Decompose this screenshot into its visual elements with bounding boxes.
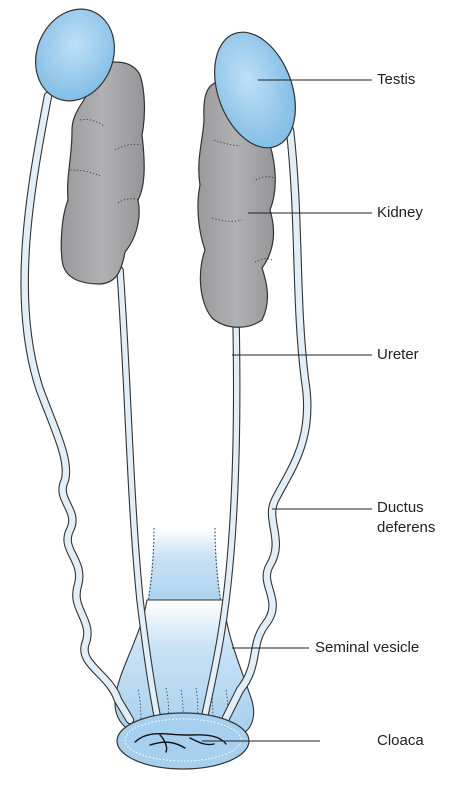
label-ductus-line2: deferens (377, 519, 435, 537)
upper-tube (146, 528, 223, 610)
label-ureter: Ureter (377, 346, 419, 364)
label-ductus-line1: Ductus (377, 499, 424, 517)
label-seminal-vesicle: Seminal vesicle (315, 639, 419, 657)
label-kidney: Kidney (377, 204, 423, 222)
label-cloaca: Cloaca (377, 732, 424, 750)
label-testis: Testis (377, 71, 415, 89)
